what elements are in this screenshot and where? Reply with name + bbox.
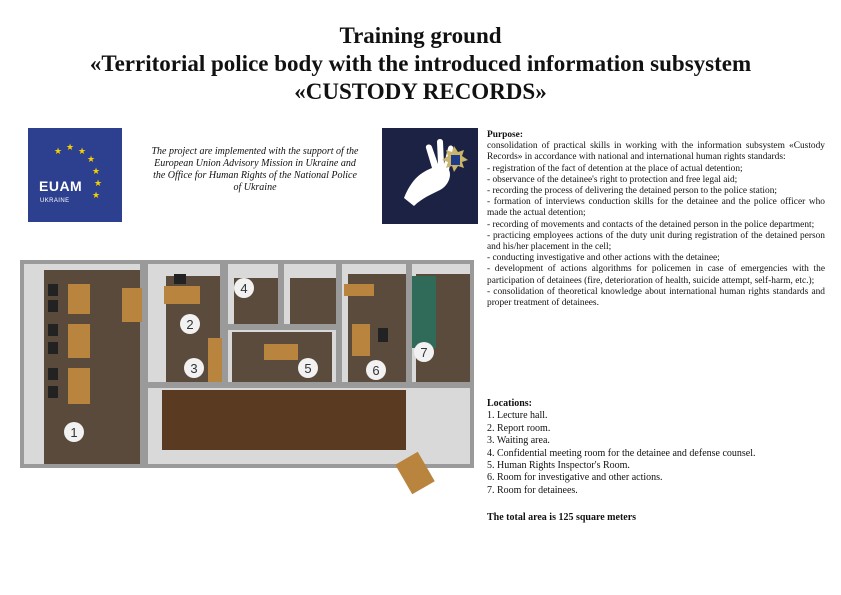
- svg-text:★: ★: [92, 191, 100, 201]
- purpose-item: consolidation of practical skills in wor…: [487, 141, 825, 163]
- eu-stars-icon: ★★★ ★★★ ★: [54, 143, 102, 201]
- svg-text:★: ★: [78, 147, 86, 157]
- marker-5: 5: [304, 361, 311, 376]
- location-item: 3. Waiting area.: [487, 435, 550, 447]
- marker-2: 2: [186, 317, 193, 332]
- svg-text:★: ★: [92, 167, 100, 177]
- euam-logo: ★★★ ★★★ ★ EUAM UKRAINE: [28, 128, 122, 222]
- purpose-heading: Purpose:: [487, 130, 523, 140]
- locations-section: Locations: 1. Lecture hall. 2. Report ro…: [487, 398, 825, 497]
- total-area: The total area is 125 square meters: [487, 512, 637, 523]
- svg-text:★: ★: [54, 147, 62, 157]
- purpose-item: - recording of movements and contacts of…: [487, 219, 815, 230]
- svg-text:★: ★: [94, 179, 102, 189]
- euam-country: UKRAINE: [40, 198, 70, 204]
- purpose-item: - formation of interviews conduction ski…: [487, 197, 825, 219]
- purpose-item: - development of actions algorithms for …: [487, 264, 825, 286]
- floor-plan-drawing: 1 2 3 4 5 6 7: [20, 260, 474, 495]
- purpose-item: - conducting investigative and other act…: [487, 253, 720, 264]
- hand-icon: [404, 139, 468, 206]
- locations-heading: Locations:: [487, 398, 532, 409]
- location-item: 7. Room for detainees.: [487, 484, 578, 496]
- purpose-section: Purpose: consolidation of practical skil…: [487, 130, 825, 309]
- floor-plan: 1 2 3 4 5 6 7: [18, 256, 478, 501]
- marker-3: 3: [190, 361, 197, 376]
- location-item: 5. Human Rights Inspector's Room.: [487, 460, 630, 472]
- purpose-item: - recording the process of delivering th…: [487, 186, 778, 197]
- marker-1: 1: [70, 425, 77, 440]
- location-item: 1. Lecture hall.: [487, 410, 548, 422]
- purpose-item: - consolidation of theoretical knowledge…: [487, 286, 825, 309]
- euam-word: EUAM: [39, 178, 83, 194]
- page-subtitle-2: «CUSTODY RECORDS»: [294, 79, 547, 104]
- marker-6: 6: [372, 363, 379, 378]
- marker-4: 4: [240, 281, 247, 296]
- human-rights-logo: [382, 128, 478, 224]
- purpose-item: - observance of the detainee's right to …: [487, 174, 738, 185]
- purpose-item: - practicing employees actions of the du…: [487, 230, 825, 253]
- support-text: The project are implemented with the sup…: [151, 146, 359, 193]
- location-item: 6. Room for investigative and other acti…: [487, 472, 663, 484]
- page-subtitle: «Territorial police body with the introd…: [89, 51, 752, 76]
- page-title: Training ground: [339, 23, 502, 48]
- marker-7: 7: [420, 345, 427, 360]
- purpose-item: - registration of the fact of detention …: [487, 163, 743, 174]
- location-item: 4. Confidential meeting room for the det…: [487, 447, 756, 459]
- svg-text:★: ★: [87, 155, 95, 165]
- location-item: 2. Report room.: [487, 422, 551, 434]
- svg-text:★: ★: [66, 143, 74, 153]
